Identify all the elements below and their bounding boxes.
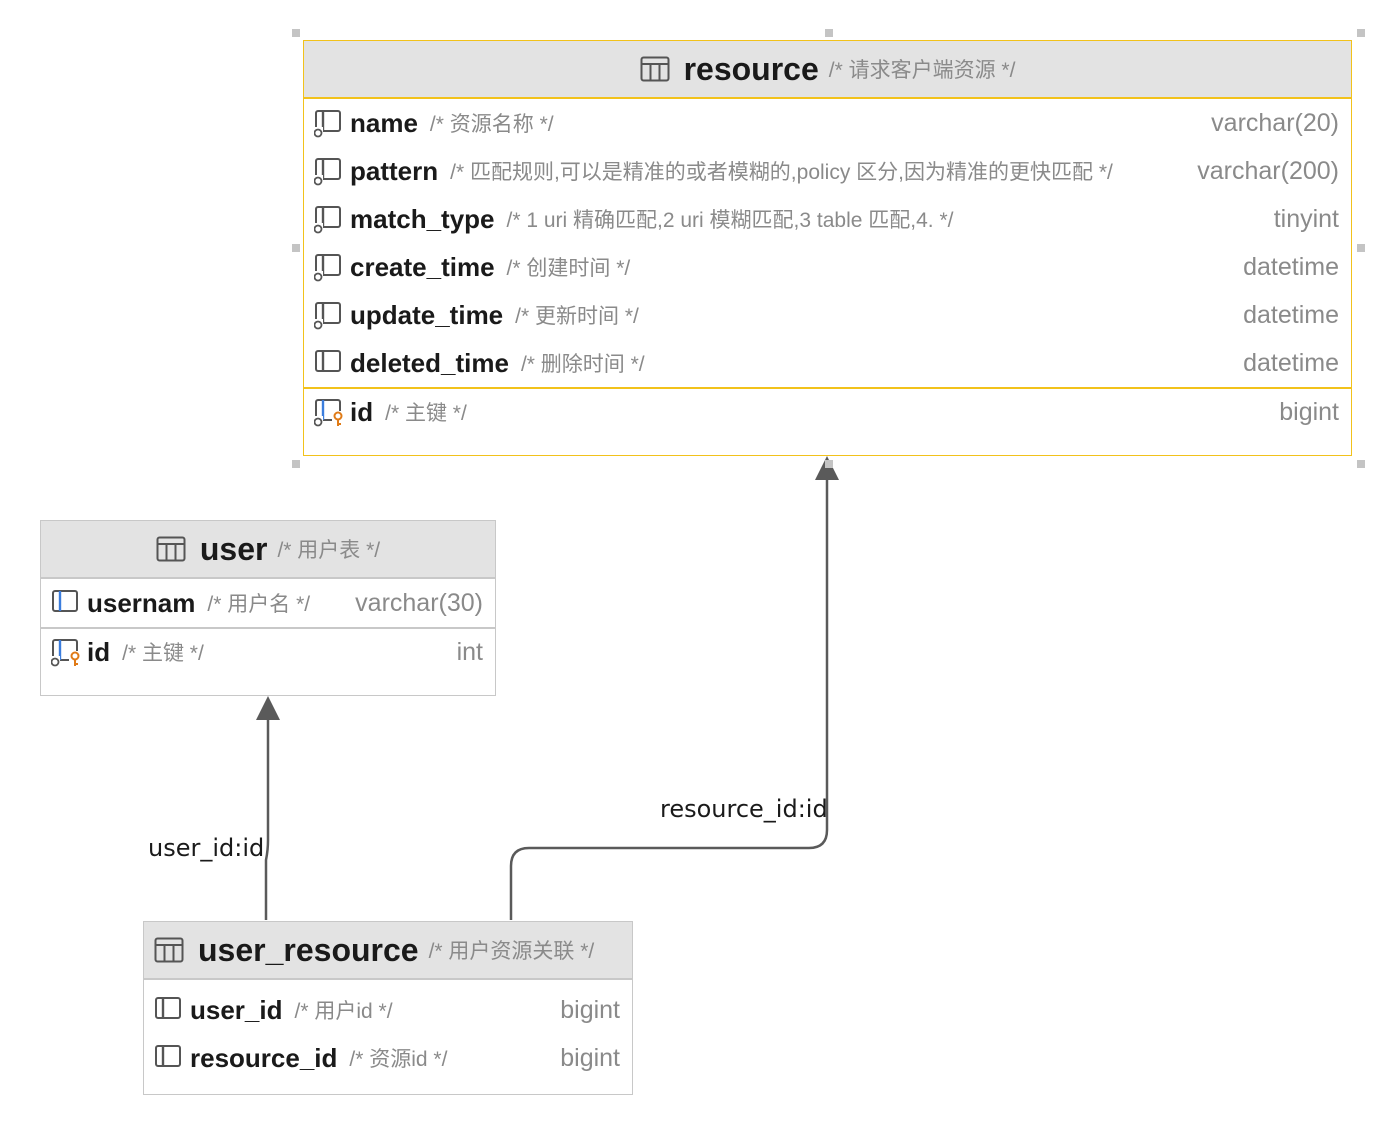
column-row-name[interactable]: name /* 资源名称 */ varchar(20) <box>304 99 1351 147</box>
column-list: user_id /* 用户id */ bigint resource_id /* 资源i… <box>144 980 632 1082</box>
selection-handle[interactable] <box>825 460 833 468</box>
column-name: usernam <box>87 587 196 618</box>
selection-handle[interactable] <box>1357 244 1365 252</box>
column-name: match_type <box>350 203 495 234</box>
relation-label-resource-id: resource_id:id <box>660 795 828 823</box>
primary-key-icon <box>50 637 81 667</box>
table-resource[interactable]: resource /* 请求客户端资源 */ name /* 资源名称 */ var… <box>303 40 1352 456</box>
column-type: varchar(20) <box>1211 108 1339 137</box>
column-name: name <box>350 107 418 138</box>
column-type: bigint <box>1279 397 1339 426</box>
relation-arrow-user <box>256 696 280 720</box>
column-type: bigint <box>560 995 620 1024</box>
table-name: resource <box>683 50 819 87</box>
column-type: varchar(30) <box>355 588 483 617</box>
column-comment: /* 1 uri 精确匹配,2 uri 模糊匹配,3 table 匹配,4. *… <box>506 209 954 232</box>
table-user-resource[interactable]: user_resource /* 用户资源关联 */ user_id /* 用户i… <box>143 921 633 1095</box>
column-comment: /* 匹配规则,可以是精准的或者模糊的,policy 区分,因为精准的更快匹配 … <box>450 161 1113 184</box>
column-notnull-icon <box>313 108 344 138</box>
column-notnull-icon <box>313 300 344 330</box>
table-name: user_resource <box>198 931 419 968</box>
table-icon <box>154 937 184 963</box>
column-comment: /* 主键 */ <box>122 642 204 665</box>
table-header[interactable]: user_resource /* 用户资源关联 */ <box>144 922 632 980</box>
column-comment: /* 用户名 */ <box>207 593 311 616</box>
table-icon <box>156 536 186 562</box>
table-comment: /* 用户资源关联 */ <box>428 940 595 963</box>
selection-handle[interactable] <box>1357 460 1365 468</box>
column-type: tinyint <box>1273 204 1339 233</box>
column-type: datetime <box>1243 300 1339 329</box>
column-row-resource-id[interactable]: resource_id /* 资源id */ bigint <box>144 1034 632 1082</box>
column-comment: /* 创建时间 */ <box>506 257 631 280</box>
column-icon <box>154 995 184 1025</box>
selection-handle[interactable] <box>825 29 833 37</box>
column-name: create_time <box>350 251 495 282</box>
table-icon <box>640 56 670 82</box>
column-comment: /* 资源id */ <box>349 1048 448 1071</box>
relation-edge-user-id[interactable] <box>264 720 270 920</box>
column-name: pattern <box>350 155 439 186</box>
column-notnull-icon <box>313 204 344 234</box>
column-row-usernam[interactable]: usernam /* 用户名 */ varchar(30) <box>41 579 495 627</box>
column-row-match-type[interactable]: match_type /* 1 uri 精确匹配,2 uri 模糊匹配,3 tab… <box>304 195 1351 243</box>
column-name: deleted_time <box>350 347 509 378</box>
table-name: user <box>199 530 268 567</box>
table-user[interactable]: user /* 用户表 */ usernam /* 用户名 */ varchar(3… <box>40 520 496 696</box>
column-name: resource_id <box>190 1042 338 1073</box>
selection-handle[interactable] <box>292 460 300 468</box>
table-comment: /* 用户表 */ <box>277 539 381 562</box>
column-type: varchar(200) <box>1197 156 1339 185</box>
column-row-id[interactable]: id /* 主键 */ int <box>41 627 495 675</box>
relation-label-user-id: user_id:id <box>148 834 265 862</box>
column-blue-icon <box>51 588 81 618</box>
column-type: datetime <box>1243 348 1339 377</box>
column-name: user_id <box>190 994 283 1025</box>
column-comment: /* 资源名称 */ <box>429 113 554 136</box>
column-list: usernam /* 用户名 */ varchar(30) id /* 主键 */ int <box>41 579 495 675</box>
column-row-id[interactable]: id /* 主键 */ bigint <box>304 387 1351 435</box>
column-row-update-time[interactable]: update_time /* 更新时间 */ datetime <box>304 291 1351 339</box>
column-name: update_time <box>350 299 504 330</box>
table-comment: /* 请求客户端资源 */ <box>828 59 1016 82</box>
column-type: datetime <box>1243 252 1339 281</box>
column-icon <box>314 348 344 378</box>
selection-handle[interactable] <box>1357 29 1365 37</box>
column-name: id <box>350 396 374 427</box>
column-type: int <box>456 637 483 666</box>
column-comment: /* 删除时间 */ <box>520 353 645 376</box>
column-comment: /* 更新时间 */ <box>515 305 639 328</box>
table-header[interactable]: resource /* 请求客户端资源 */ <box>304 41 1351 99</box>
column-row-user-id[interactable]: user_id /* 用户id */ bigint <box>144 986 632 1034</box>
column-row-pattern[interactable]: pattern /* 匹配规则,可以是精准的或者模糊的,policy 区分,因为精… <box>304 147 1351 195</box>
selection-handle[interactable] <box>292 29 300 37</box>
selection-handle[interactable] <box>292 244 300 252</box>
table-header[interactable]: user /* 用户表 */ <box>41 521 495 579</box>
relation-edge-resource-id[interactable] <box>509 478 829 920</box>
column-comment: /* 用户id */ <box>294 1000 393 1023</box>
relation-arrow-resource <box>815 456 839 480</box>
column-notnull-icon <box>313 252 344 282</box>
column-row-create-time[interactable]: create_time /* 创建时间 */ datetime <box>304 243 1351 291</box>
column-notnull-icon <box>313 156 344 186</box>
column-list: name /* 资源名称 */ varchar(20) pattern /* 匹配规则,… <box>304 99 1351 435</box>
column-comment: /* 主键 */ <box>385 402 467 425</box>
column-icon <box>154 1043 184 1073</box>
column-type: bigint <box>560 1043 620 1072</box>
column-name: id <box>87 636 111 667</box>
column-row-deleted-time[interactable]: deleted_time /* 删除时间 */ datetime <box>304 339 1351 387</box>
primary-key-icon <box>313 397 344 427</box>
